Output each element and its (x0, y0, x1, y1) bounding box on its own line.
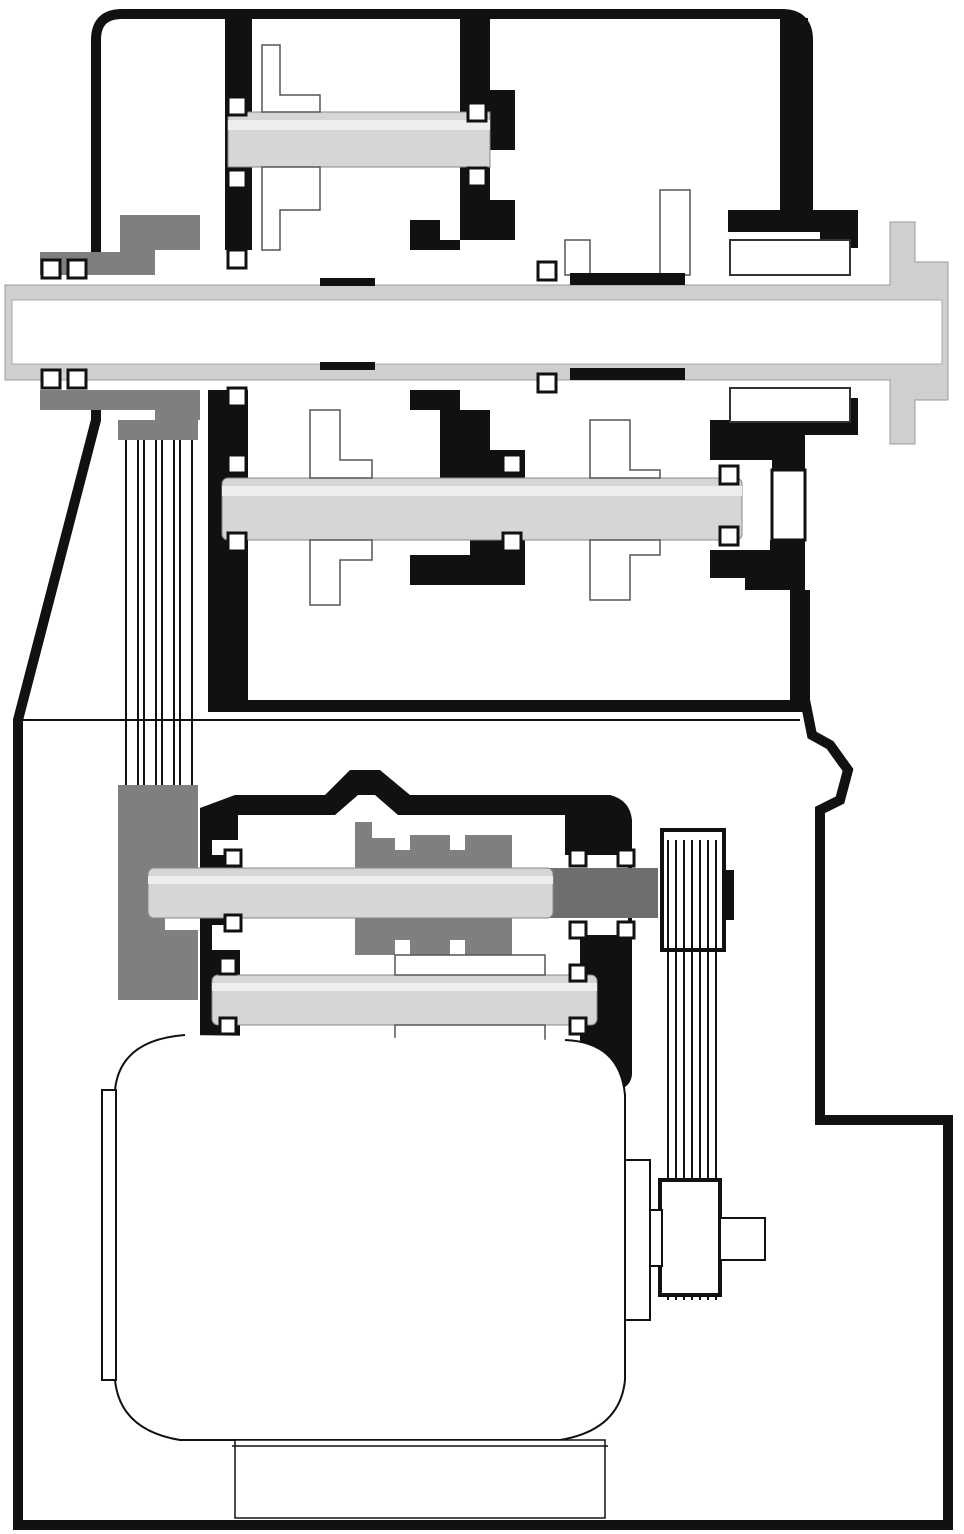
upper-gear-right (564, 189, 691, 276)
bearing (226, 531, 248, 553)
bearing (226, 168, 248, 190)
front-taper-bearing-upper (729, 239, 851, 276)
upper-gear-left (261, 44, 321, 251)
spindle-sleeve-upper (570, 273, 685, 285)
front-taper-bearing-lower (729, 387, 851, 423)
gearbox-output-shaft-highlight (212, 983, 597, 991)
bearing (66, 258, 88, 280)
bearing (501, 531, 523, 553)
spindle-bore (11, 299, 943, 365)
spindle-pulley-hub-lower (40, 390, 200, 420)
right-v-belt-drive (649, 828, 766, 1300)
spindle-sleeve-lower (570, 368, 685, 380)
left-belt-strands (125, 440, 193, 800)
bearings (40, 95, 740, 553)
bearing (218, 1016, 238, 1036)
gearbox-output-shaft (211, 974, 598, 1026)
bearing (466, 101, 488, 123)
main-spindle (4, 215, 949, 445)
intermediate-shaft-highlight (222, 486, 742, 496)
housing-right-box (770, 468, 807, 542)
bearing (616, 920, 636, 940)
left-pulley-grooves-top (118, 420, 198, 440)
bearing (226, 386, 248, 408)
upper-shaft-highlight (228, 120, 490, 130)
bearing (466, 166, 488, 188)
motor-base (234, 1439, 606, 1519)
motor-shaft-stub (719, 1217, 766, 1261)
clutch-sleeve-lower (320, 362, 375, 370)
bearing (616, 848, 636, 868)
lower-gearbox (147, 770, 658, 1090)
bearing (568, 848, 588, 868)
intermediate-gear-right (589, 419, 661, 601)
bearing (501, 453, 523, 475)
bearing (66, 368, 88, 390)
electric-motor (101, 1034, 651, 1519)
gearbox-bearings (218, 848, 636, 1036)
bearing (223, 848, 243, 868)
intermediate-shaft (221, 409, 743, 606)
right-pulley-cap (722, 870, 734, 920)
bearing (718, 464, 740, 486)
motor-end-cap-left (101, 1089, 117, 1381)
clutch-sleeve-upper (320, 278, 375, 286)
gearbox-sliding-gear (355, 822, 512, 955)
bearing (536, 260, 558, 282)
bearing (568, 963, 588, 983)
right-lower-pulley (658, 1178, 722, 1297)
intermediate-gear-left (309, 409, 373, 606)
cabinet-body-outline (13, 395, 953, 1530)
gearbox-input-shaft-highlight (148, 876, 553, 884)
bearing (218, 956, 238, 976)
bearing (226, 453, 248, 475)
bearing (568, 920, 588, 940)
bearing (718, 525, 740, 547)
bearing (226, 95, 248, 117)
bearing (226, 248, 248, 270)
bearing (568, 1016, 588, 1036)
top-pulley-grooves (120, 215, 200, 245)
upper-countershaft (227, 44, 691, 276)
motor-housing (114, 1034, 626, 1441)
motor-end-cap-right (624, 1159, 651, 1321)
bearing (536, 372, 558, 394)
housing-wall-upper-right (728, 18, 858, 248)
bearing (40, 368, 62, 390)
gearbox-input-shaft (147, 867, 554, 919)
motor-shaft-collar (649, 1209, 663, 1267)
bearing (40, 258, 62, 280)
bearing (223, 913, 243, 933)
